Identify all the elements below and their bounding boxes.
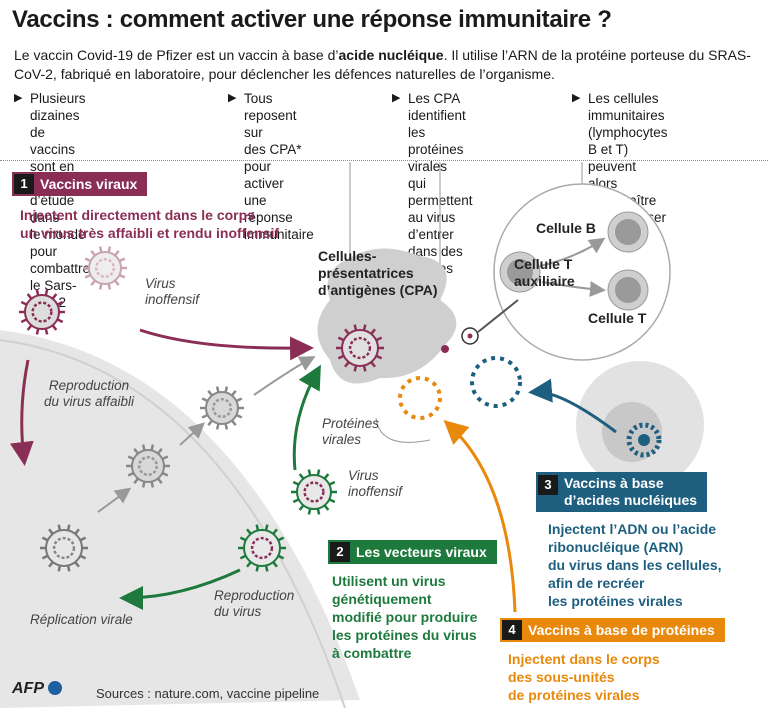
virus-icon [126, 444, 170, 488]
virus-icon [83, 246, 127, 290]
replication-label: Réplication virale [30, 612, 133, 627]
label-line: inoffensif [348, 484, 403, 499]
bullet-line: Les cellules immunitaires [588, 91, 665, 123]
intro-part: . Il utilise l’ARN de la protéine porteu… [14, 47, 751, 82]
bullet-arrow-icon: ▶ [392, 92, 401, 104]
desc-line: à combattre [332, 645, 412, 661]
bullet-line: Plusieurs dizaines de vaccins [30, 91, 86, 157]
host-cell [0, 330, 360, 708]
virus-icon [19, 289, 65, 335]
desc-line: des sous-unités [508, 669, 615, 685]
bullet-line: immunitaire [244, 227, 314, 242]
label-line: du virus [214, 604, 262, 619]
bullet-line: Les CPA identifient [408, 91, 466, 123]
desc-line: modifié pour produire [332, 609, 478, 625]
virus-icon [40, 524, 88, 572]
section-title: d’acides nucléiques [564, 492, 698, 508]
label-line: Reproduction [214, 588, 295, 603]
desc-line: Injectent l’ADN ou l’acide [548, 521, 717, 537]
label-line: inoffensif [145, 292, 200, 307]
bullet-line: Tous reposent sur [244, 91, 297, 140]
section-number: 3 [538, 475, 558, 495]
section-4-tag: 4 Vaccins à base de protéines [500, 618, 725, 642]
section-title: Vaccins viraux [40, 176, 138, 192]
section-4-desc: Injectent dans le corps des sous-unités de… [508, 650, 660, 704]
bullet-arrow-icon: ▶ [14, 92, 23, 104]
desc-line: Utilisent un virus [332, 573, 446, 589]
section-2-desc: Utilisent un virus génétiquement modifié p… [332, 572, 477, 662]
label-line: Reproduction [48, 378, 130, 393]
cellule-t-label: Cellule T [588, 310, 647, 326]
bullet-line: le monde pour combattre [30, 227, 91, 276]
label-line: Cellule T [514, 256, 573, 272]
desc-line: Injectent directement dans le corps [20, 207, 255, 223]
section-3-desc: Injectent l’ADN ou l’acide ribonucléique … [548, 520, 722, 610]
desc-line: Injectent dans le corps [508, 651, 660, 667]
cellule-b-label: Cellule B [536, 220, 596, 236]
virus-icon [200, 386, 244, 430]
label-line: Virus [145, 276, 176, 291]
bullet-line: sont en cours d’étude dans [30, 159, 75, 225]
bullet-line: (lymphocytes B et T) [588, 125, 668, 157]
intro-bold: acide nucléique [338, 47, 444, 63]
section-1-desc: Injectent directement dans le corps un vi… [20, 206, 279, 242]
bullet-arrow-icon: ▶ [228, 92, 237, 104]
intro-part: Le vaccin Covid-19 de Pfizer est un vacc… [14, 47, 339, 63]
logo-text: AFP [12, 680, 44, 697]
desc-line: afin de recréer [548, 575, 645, 591]
label-line: présentatrices [318, 265, 414, 281]
virus-icon [238, 524, 286, 572]
bullet-line: les protéines virales [408, 125, 464, 174]
bullet-arrow-icon: ▶ [572, 92, 581, 104]
divider [0, 160, 768, 161]
afp-logo: AFP [12, 680, 62, 698]
section-number: 4 [502, 620, 522, 640]
section-number: 1 [14, 174, 34, 194]
label-line: du virus affaibli [44, 394, 135, 409]
intro-text: Le vaccin Covid-19 de Pfizer est un vacc… [14, 46, 754, 84]
desc-line: un virus très affaibli et rendu inoffens… [20, 225, 280, 241]
virus-icons [19, 246, 384, 572]
logo-dot-icon [47, 681, 62, 695]
label-line: auxiliaire [514, 273, 575, 289]
desc-line: du virus dans les cellules, [548, 557, 722, 573]
desc-line: ribonucléique (ARN) [548, 539, 684, 555]
desc-line: génétiquement [332, 591, 432, 607]
section-title: Les vecteurs viraux [356, 544, 487, 560]
virus-icon [291, 469, 337, 515]
page-title: Vaccins : comment activer une réponse im… [12, 6, 612, 33]
label-line: virales [322, 432, 362, 447]
desc-line: les protéines du virus [332, 627, 477, 643]
sources: Sources : nature.com, vaccine pipeline [96, 686, 320, 701]
desc-line: les protéines virales [548, 593, 683, 609]
bullet-line: une réponse [244, 193, 293, 225]
bullet-line: des CPA* pour activer [244, 142, 302, 191]
section-1-tag: 1 Vaccins viraux [12, 172, 148, 196]
section-title: Vaccins à base [564, 475, 664, 491]
section-number: 2 [330, 542, 350, 562]
label-line: Cellules- [318, 248, 377, 264]
label-line: d’antigènes (CPA) [318, 282, 438, 298]
section-2-tag: 2 Les vecteurs viraux [328, 540, 497, 564]
section-title: Vaccins à base de protéines [528, 622, 715, 638]
virus-icon [336, 324, 384, 372]
desc-line: de protéines virales [508, 687, 640, 703]
label-line: Virus [348, 468, 379, 483]
label-line: Protéines [322, 416, 380, 431]
